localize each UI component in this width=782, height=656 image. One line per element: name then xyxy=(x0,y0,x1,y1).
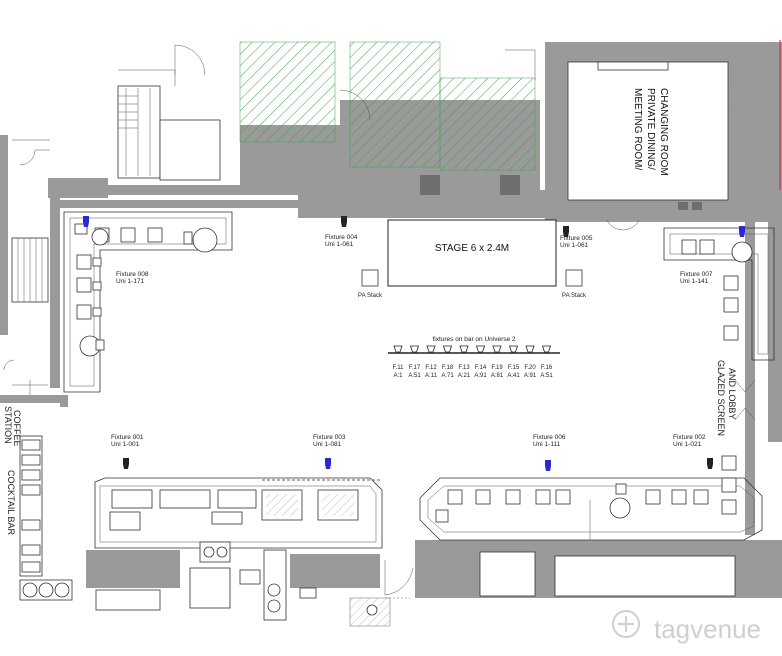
bar-light-icon xyxy=(525,345,535,353)
bar-fixture-address: A:21 xyxy=(458,373,471,379)
watermark: tagvenue xyxy=(612,610,761,644)
service-bar xyxy=(86,477,410,627)
watermark-text: tagvenue xyxy=(654,614,761,644)
fixture-universe: Uni 1-081 xyxy=(313,441,342,448)
bar-fixture: F.11A:1 xyxy=(393,345,405,379)
bar-fixture: F.14A:91 xyxy=(474,345,487,379)
bar-fixture-id: F.11 xyxy=(393,365,405,371)
bar-light-icon xyxy=(475,345,486,353)
room-labels: MEETING ROOM/ PRIVATE DINING/ CHANGING R… xyxy=(3,88,737,536)
fixture-universe: Uni 1-171 xyxy=(116,278,145,285)
bar-fixture-id: F.19 xyxy=(491,365,503,371)
bar-fixtures-caption: fixtures on bar on Universe 2 xyxy=(432,336,515,343)
bar-fixture-id: F.15 xyxy=(508,365,520,371)
bar-fixture-id: F.13 xyxy=(458,365,470,371)
bar-fixture: F.16A:51 xyxy=(540,345,553,379)
top-structure xyxy=(0,40,782,442)
bar-fixture-address: A:91 xyxy=(524,373,537,379)
bar-light-icon xyxy=(426,345,436,353)
fixture-name: Fixture 007 xyxy=(680,271,713,278)
bar-light-icon xyxy=(541,345,552,353)
pa-stack-right-label: PA Stack xyxy=(562,293,587,299)
bar-light-icon xyxy=(409,345,420,353)
bar-fixture: F.15A:41 xyxy=(507,345,520,379)
light-fixture-icon xyxy=(563,226,569,237)
light-fixture-icon xyxy=(341,216,347,227)
light-fixture-icon xyxy=(123,458,129,469)
bar-fixture-address: A:41 xyxy=(507,373,520,379)
bottom-banquette xyxy=(419,379,763,541)
fixture-name: Fixture 005 xyxy=(560,235,593,242)
bar-fixture: F.17A:51 xyxy=(408,345,421,379)
bar-light-icon xyxy=(442,345,453,353)
bar-fixture: F.13A:21 xyxy=(458,345,471,379)
bar-fixture-id: F.14 xyxy=(475,365,487,371)
coffee-station-label: COFFEE STATION xyxy=(3,406,22,449)
bar-fixture-address: A:1 xyxy=(393,373,403,379)
bar-fixture: F.19A:81 xyxy=(491,345,504,379)
fixture-name: Fixture 002 xyxy=(673,434,706,441)
bar-fixture: F.20A:91 xyxy=(524,345,537,379)
light-fixture-icon xyxy=(707,458,713,469)
bar-fixture-address: A:11 xyxy=(425,373,438,379)
light-fixture-icon xyxy=(739,226,745,237)
bar-fixture-id: F.20 xyxy=(524,365,536,371)
fixture-universe: Uni 1-001 xyxy=(111,441,140,448)
bar-light-icon xyxy=(492,345,502,353)
main-hall-walls xyxy=(0,198,782,598)
glazed-screen-label: GLAZED SCREEN AND LOBBY xyxy=(716,360,737,439)
light-fixture-icon xyxy=(83,216,89,227)
light-fixture-icon xyxy=(325,458,331,469)
bar-fixture: F.12A:11 xyxy=(425,345,438,379)
bar-light-icon xyxy=(459,345,469,353)
cocktail-bar-area xyxy=(19,435,73,601)
tagvenue-logo-icon xyxy=(612,610,640,638)
meeting-room-label: MEETING ROOM/ PRIVATE DINING/ CHANGING R… xyxy=(632,88,669,176)
bar-fixture-address: A:51 xyxy=(408,373,421,379)
fixture-name: Fixture 006 xyxy=(533,434,566,441)
fixture-name: Fixture 004 xyxy=(325,234,358,241)
bar-fixture-id: F.12 xyxy=(425,365,437,371)
left-banquette xyxy=(63,211,233,393)
right-banquette xyxy=(663,227,775,361)
stage-label: STAGE 6 x 2.4M xyxy=(435,243,509,254)
bar-fixture-id: F.16 xyxy=(541,365,553,371)
bar-fixtures-group: fixtures on bar on Universe 2 F.11A:1F.1… xyxy=(388,336,560,379)
bar-fixture-id: F.17 xyxy=(409,365,421,371)
bar-fixture-address: A:51 xyxy=(540,373,553,379)
fixture-name: Fixture 008 xyxy=(116,271,149,278)
fixture-name: Fixture 003 xyxy=(313,434,346,441)
fixture-universe: Uni 1-111 xyxy=(533,441,561,448)
bar-fixture-id: F.18 xyxy=(442,365,454,371)
bar-fixture-address: A:81 xyxy=(491,373,504,379)
stage: STAGE 6 x 2.4M PA Stack PA Stack xyxy=(358,219,587,299)
bar-light-icon xyxy=(393,345,403,353)
bar-fixture-address: A:71 xyxy=(441,373,454,379)
bar-light-icon xyxy=(508,345,519,353)
fixture-name: Fixture 001 xyxy=(111,434,144,441)
fixture-universe: Uni 1-061 xyxy=(325,241,354,248)
cocktail-bar-label: COCKTAIL BAR xyxy=(6,470,16,536)
bar-fixture: F.18A:71 xyxy=(441,345,454,379)
fixture-universe: Uni 1-021 xyxy=(673,441,702,448)
fixture-universe: Uni 1-141 xyxy=(680,278,709,285)
light-fixture-icon xyxy=(545,460,551,471)
fixture-universe: Uni 1-061 xyxy=(560,242,589,249)
bar-fixture-address: A:91 xyxy=(474,373,487,379)
pa-stack-left-label: PA Stack xyxy=(358,293,383,299)
